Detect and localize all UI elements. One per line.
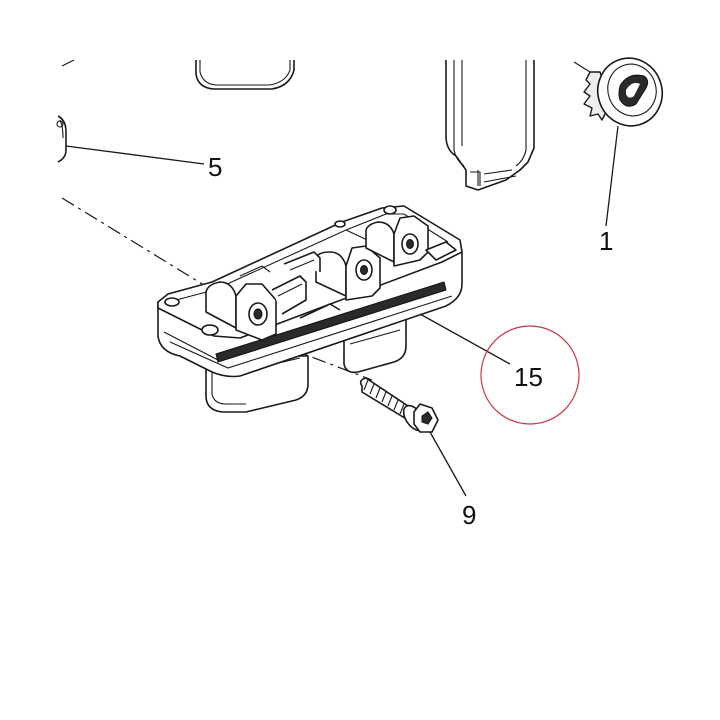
clip-part-5 (56, 115, 67, 163)
leader-lines (65, 125, 619, 497)
cap-part-1 (573, 57, 663, 127)
bracket-plate (445, 60, 535, 191)
control-unit-part-15 (157, 205, 463, 413)
leader-9 (429, 431, 467, 497)
leader-5 (65, 145, 205, 165)
callout-1: 1 (599, 226, 613, 256)
bolt-part-9 (359, 377, 439, 433)
upper-housing-fragment (195, 60, 295, 90)
leader-15 (419, 313, 511, 365)
highlight-circle (480, 325, 580, 425)
leader-1 (605, 125, 619, 227)
callout-15: 15 (514, 362, 543, 392)
callout-9: 9 (462, 500, 476, 530)
harness-fragment (61, 59, 75, 67)
callout-5: 5 (208, 152, 222, 182)
